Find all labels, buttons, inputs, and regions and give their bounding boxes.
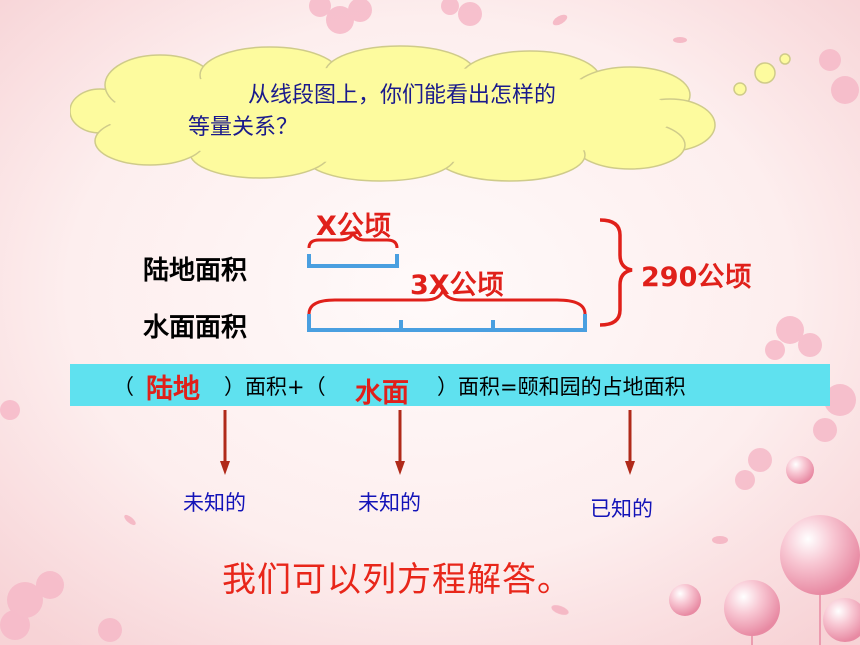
land-brace bbox=[307, 231, 399, 249]
equation-fill-water: 水面 bbox=[355, 378, 409, 409]
thought-cloud bbox=[70, 45, 791, 182]
total-brace bbox=[599, 218, 633, 327]
arrow-1 bbox=[220, 410, 230, 475]
equation-end-text: ）面积=颐和园的占地面积 bbox=[437, 375, 686, 399]
equation-band bbox=[70, 364, 830, 406]
unknown-note-1: 未知的 bbox=[183, 491, 246, 515]
land-value-label: X公顷 bbox=[316, 211, 391, 242]
conclusion-text: 我们可以列方程解答。 bbox=[222, 560, 572, 600]
water-segment bbox=[307, 314, 587, 332]
equation-fill-land: 陆地 bbox=[146, 374, 200, 405]
known-note: 已知的 bbox=[590, 497, 653, 521]
total-value-label: 290公顷 bbox=[641, 262, 752, 293]
water-area-label: 水面面积 bbox=[143, 313, 248, 343]
equation-middle-text: ）面积+（ bbox=[224, 375, 326, 399]
segment-diagram bbox=[307, 218, 633, 332]
unknown-note-2: 未知的 bbox=[358, 491, 421, 515]
equation-open-paren: （ bbox=[113, 375, 134, 399]
water-value-label: 3X公顷 bbox=[410, 270, 504, 301]
water-brace bbox=[307, 284, 587, 315]
arrow-2 bbox=[395, 410, 405, 475]
land-area-label: 陆地面积 bbox=[143, 256, 248, 286]
arrow-3 bbox=[625, 410, 635, 475]
arrows bbox=[220, 410, 635, 475]
prompt-line-2: 等量关系？ bbox=[188, 115, 299, 140]
land-segment bbox=[307, 254, 399, 268]
prompt-line-1: 从线段图上，你们能看出怎样的 bbox=[248, 83, 557, 108]
